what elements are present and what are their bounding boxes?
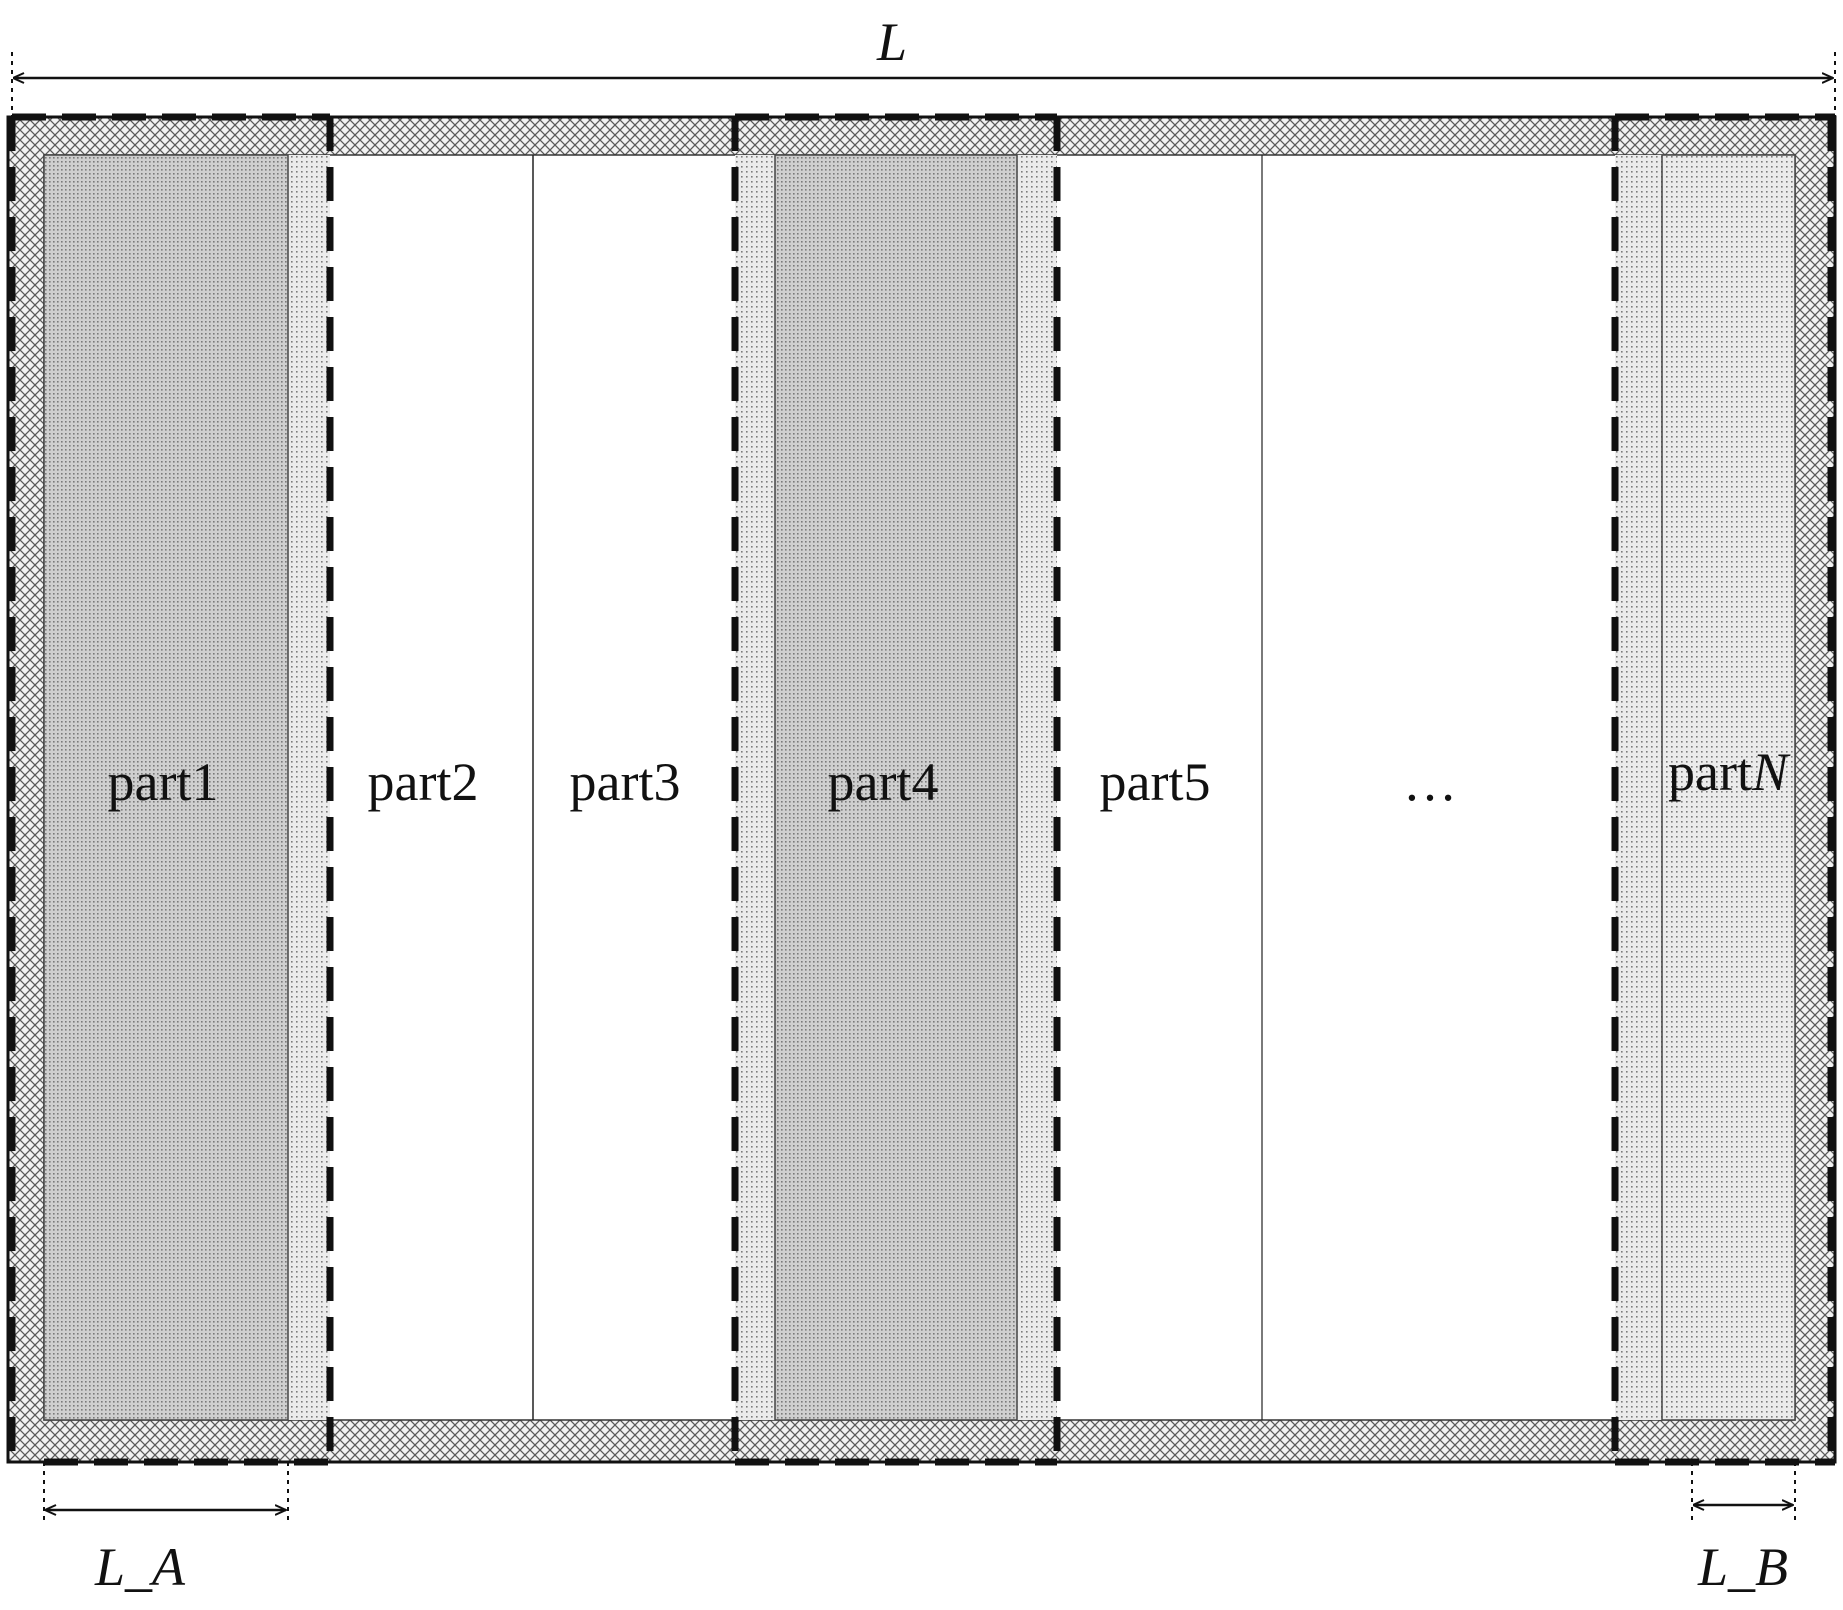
length-b-label: L_B xyxy=(1697,1537,1788,1597)
total-length-dimension xyxy=(11,52,1836,117)
partN-region xyxy=(1661,154,1796,1421)
overlap-strip-2 xyxy=(735,155,775,1420)
length-a-dimension xyxy=(43,1462,289,1525)
total-length-label: L xyxy=(876,12,907,72)
part1-region xyxy=(43,154,289,1421)
part2-label: part2 xyxy=(368,752,479,812)
part4-label: part4 xyxy=(828,752,939,812)
part1-label: part1 xyxy=(108,752,219,812)
length-a-label: L_A xyxy=(94,1537,186,1597)
group-boundaries xyxy=(8,113,1835,1466)
length-b-dimension xyxy=(1691,1462,1796,1525)
overlap-strip-4 xyxy=(1615,155,1662,1420)
part3-label: part3 xyxy=(570,752,681,812)
ellipsis-label: … xyxy=(1403,752,1457,812)
part4-region xyxy=(774,154,1018,1421)
part5-label: part5 xyxy=(1100,752,1211,812)
partN-label: partN xyxy=(1668,742,1791,802)
overlap-strip-3 xyxy=(1017,155,1057,1420)
overlap-strip-1 xyxy=(288,155,330,1420)
